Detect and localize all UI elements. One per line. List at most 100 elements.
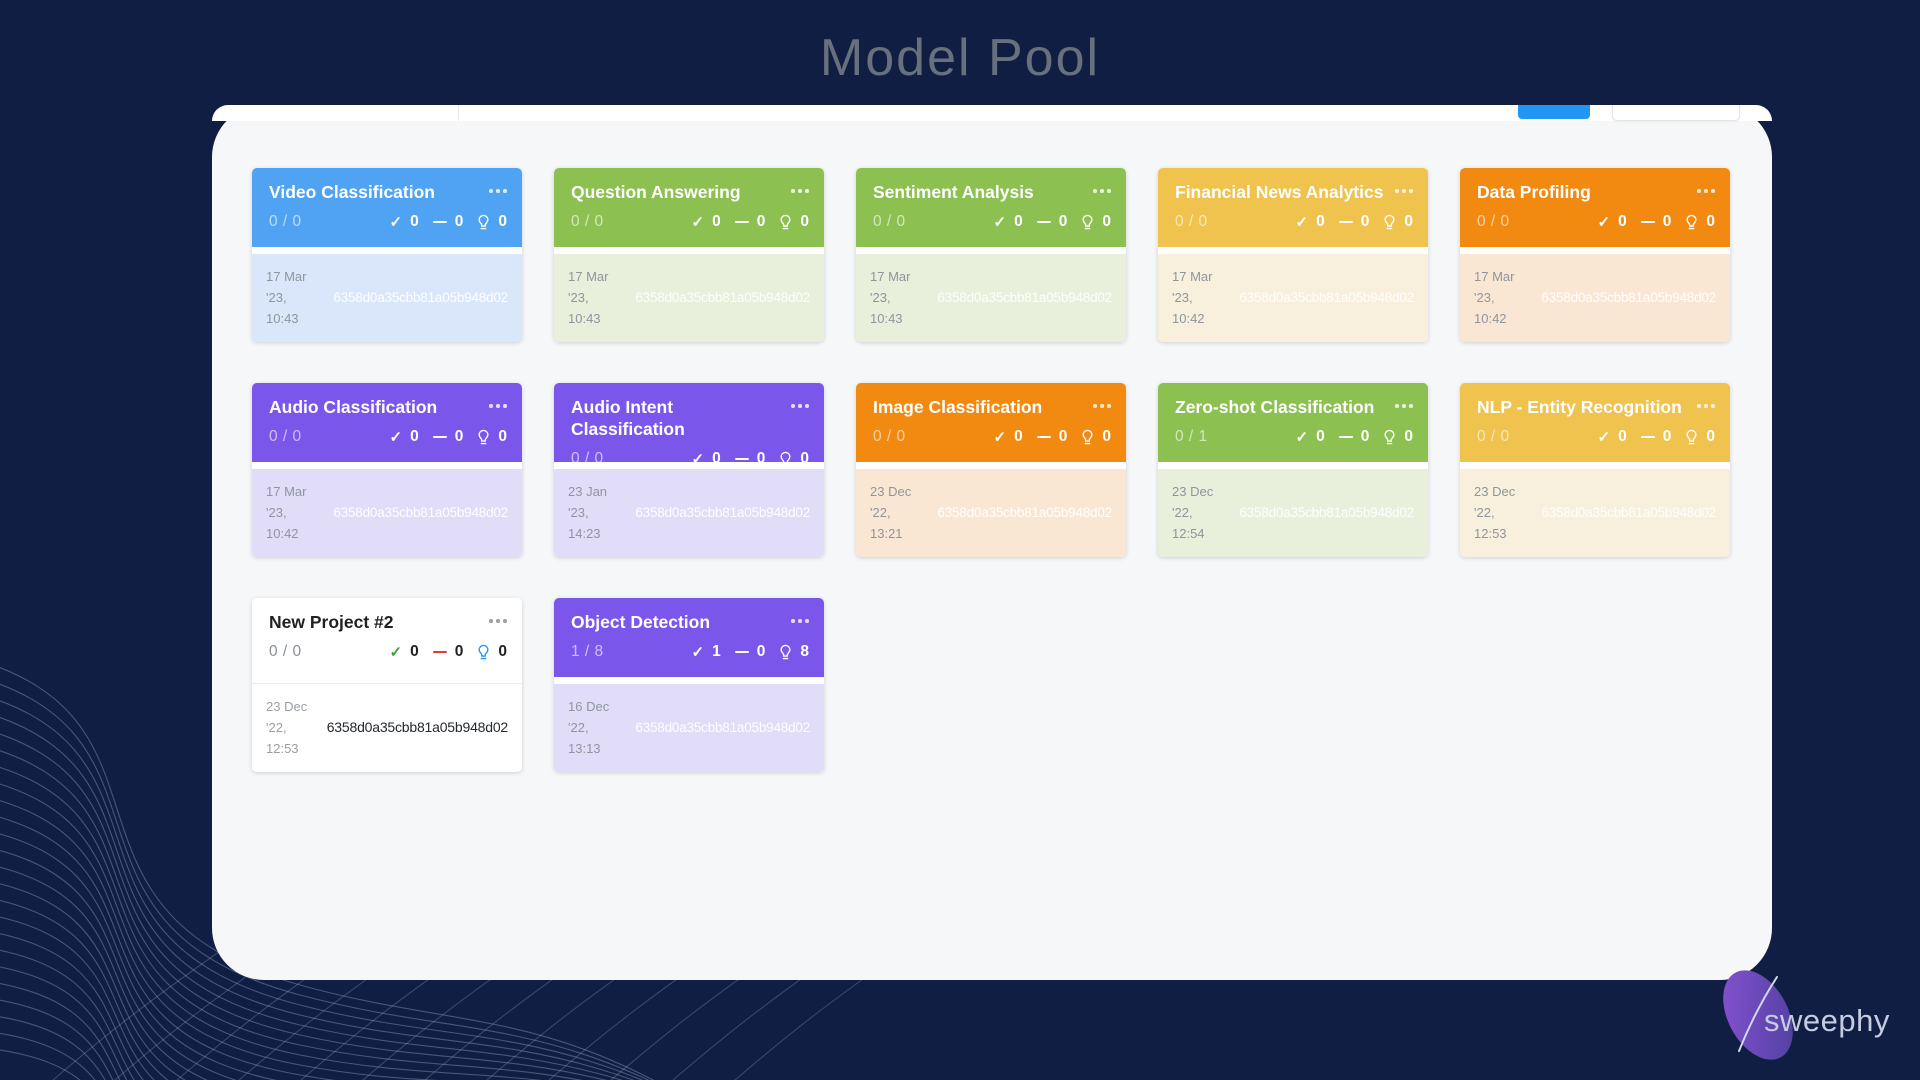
card-menu-icon[interactable]: [1395, 181, 1413, 193]
project-card[interactable]: Image Classification 0 / 0 ✓ 0 0: [856, 383, 1126, 557]
card-body: 23 Dec '22, 6358d0a35cbb81a05b948d02 12:…: [252, 683, 522, 771]
card-title: Data Profiling: [1477, 182, 1591, 202]
check-icon: ✓: [691, 213, 705, 231]
card-time: 12:54: [1172, 526, 1205, 541]
passed-count: 0: [1014, 428, 1023, 445]
card-menu-icon[interactable]: [1697, 396, 1715, 408]
toolbar-secondary-button[interactable]: [1612, 105, 1740, 121]
check-icon: ✓: [1597, 428, 1611, 446]
card-hash: 6358d0a35cbb81a05b948d02: [635, 720, 810, 735]
project-card[interactable]: Sentiment Analysis 0 / 0 ✓ 0 0: [856, 168, 1126, 342]
lightbulb-icon: [1383, 429, 1396, 445]
check-icon: ✓: [1295, 213, 1309, 231]
card-title: Question Answering: [571, 182, 741, 202]
card-header: Financial News Analytics 0 / 0 ✓ 0 0: [1158, 168, 1428, 247]
brand-logo: sweephy: [1703, 963, 1919, 1075]
lightbulb-icon: [477, 644, 490, 660]
failed-count: 0: [1058, 428, 1068, 445]
check-icon: ✓: [993, 428, 1007, 446]
card-title: Audio Intent Classification: [571, 397, 685, 439]
card-menu-icon[interactable]: [489, 181, 507, 193]
project-card[interactable]: Zero-shot Classification 0 / 1 ✓ 0 0: [1158, 383, 1428, 557]
card-date-day: 23 Dec: [1172, 484, 1214, 499]
card-date-year: '23,: [1172, 290, 1193, 305]
project-card[interactable]: Video Classification 0 / 0 ✓ 0 0: [252, 168, 522, 342]
passed-count: 0: [1316, 213, 1325, 230]
card-menu-icon[interactable]: [1395, 396, 1413, 408]
passed-count: 0: [1316, 428, 1325, 445]
card-time: 10:43: [870, 311, 903, 326]
card-date-day: 23 Dec: [870, 484, 912, 499]
project-card[interactable]: Audio Intent Classification 0 / 0 ✓ 0 0: [554, 383, 824, 557]
toolbar-select[interactable]: [272, 105, 458, 121]
card-hash: 6358d0a35cbb81a05b948d02: [937, 505, 1112, 520]
card-date-year: '23,: [870, 290, 891, 305]
card-body: 23 Dec '22, 6358d0a35cbb81a05b948d02 13:…: [856, 469, 1126, 557]
card-header: Data Profiling 0 / 0 ✓ 0 0: [1460, 168, 1730, 247]
passed-count: 0: [1618, 213, 1627, 230]
project-card[interactable]: Audio Classification 0 / 0 ✓ 0 0: [252, 383, 522, 557]
dash-icon: [1036, 220, 1051, 224]
failed-count: 0: [756, 213, 766, 230]
card-date-day: 17 Mar: [568, 269, 609, 284]
card-date-day: 17 Mar: [1172, 269, 1213, 284]
passed-count: 0: [410, 213, 419, 230]
card-menu-icon[interactable]: [1093, 396, 1111, 408]
lightbulb-icon: [477, 214, 490, 230]
card-header: Video Classification 0 / 0 ✓ 0 0: [252, 168, 522, 247]
card-menu-icon[interactable]: [489, 611, 507, 623]
card-title: Image Classification: [873, 397, 1043, 417]
toolbar-divider: [458, 105, 459, 121]
card-ratio: 0 / 0: [873, 213, 906, 230]
card-date-year: '22,: [266, 720, 287, 735]
card-hash: 6358d0a35cbb81a05b948d02: [937, 290, 1112, 305]
card-menu-icon[interactable]: [791, 396, 809, 408]
card-ratio: 0 / 0: [571, 450, 604, 467]
failed-count: 0: [756, 450, 766, 467]
card-time: 10:43: [266, 311, 299, 326]
tips-count: 8: [800, 643, 809, 660]
card-hash: 6358d0a35cbb81a05b948d02: [333, 290, 508, 305]
card-date-year: '23,: [266, 505, 287, 520]
project-card[interactable]: Data Profiling 0 / 0 ✓ 0 0: [1460, 168, 1730, 342]
project-card[interactable]: Object Detection 1 / 8 ✓ 1 0: [554, 598, 824, 772]
toolbar-primary-button[interactable]: [1518, 105, 1590, 119]
check-icon: ✓: [389, 428, 403, 446]
card-date-day: 17 Mar: [1474, 269, 1515, 284]
lightbulb-icon: [1685, 429, 1698, 445]
project-card[interactable]: Question Answering 0 / 0 ✓ 0 0: [554, 168, 824, 342]
tips-count: 0: [498, 213, 507, 230]
card-menu-icon[interactable]: [1697, 181, 1715, 193]
tips-count: 0: [498, 428, 507, 445]
dash-icon: [432, 435, 447, 439]
card-time: 10:42: [266, 526, 299, 541]
failed-count: 0: [1662, 213, 1672, 230]
card-date-year: '23,: [1474, 290, 1495, 305]
check-icon: ✓: [993, 213, 1007, 231]
dash-icon: [1036, 435, 1051, 439]
dash-icon: [432, 220, 447, 224]
card-menu-icon[interactable]: [791, 181, 809, 193]
failed-count: 0: [1360, 428, 1370, 445]
card-header: Object Detection 1 / 8 ✓ 1 0: [554, 598, 824, 677]
card-body: 17 Mar '23, 6358d0a35cbb81a05b948d02 10:…: [1460, 254, 1730, 342]
tips-count: 0: [1706, 213, 1715, 230]
project-card[interactable]: New Project #2 0 / 0 ✓ 0 0: [252, 598, 522, 772]
card-menu-icon[interactable]: [1093, 181, 1111, 193]
card-menu-icon[interactable]: [791, 611, 809, 623]
card-body: 23 Dec '22, 6358d0a35cbb81a05b948d02 12:…: [1158, 469, 1428, 557]
card-title: Video Classification: [269, 182, 435, 202]
project-card[interactable]: NLP - Entity Recognition 0 / 0 ✓ 0 0: [1460, 383, 1730, 557]
check-icon: ✓: [691, 450, 705, 468]
card-body: 17 Mar '23, 6358d0a35cbb81a05b948d02 10:…: [252, 254, 522, 342]
toolbar-search-input[interactable]: [459, 105, 1509, 121]
project-card[interactable]: Financial News Analytics 0 / 0 ✓ 0 0: [1158, 168, 1428, 342]
failed-count: 0: [454, 643, 464, 660]
lightbulb-icon: [1081, 429, 1094, 445]
card-title: Audio Classification: [269, 397, 438, 417]
dash-icon: [1338, 220, 1353, 224]
card-menu-icon[interactable]: [489, 396, 507, 408]
card-ratio: 0 / 0: [269, 428, 302, 445]
passed-count: 0: [410, 428, 419, 445]
card-date-day: 23 Dec: [266, 699, 308, 714]
